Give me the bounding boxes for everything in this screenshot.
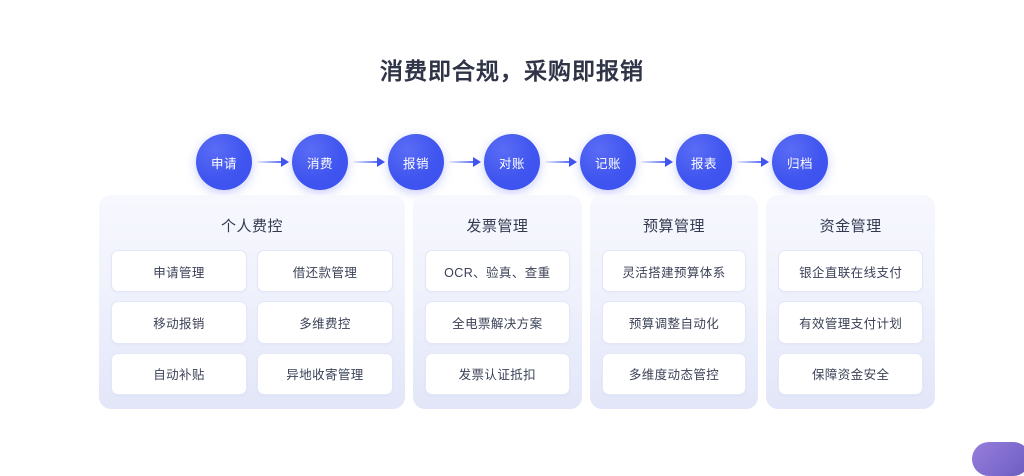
- panel-personal-expense-control: 个人费控 申请管理 借还款管理 移动报销 多维费控 自动补贴 异地收寄管理: [99, 195, 405, 409]
- panel-budget-management: 预算管理 灵活搭建预算体系 预算调整自动化 多维度动态管控: [589, 195, 759, 409]
- arrow-shaft: [257, 161, 282, 163]
- arrow-shaft: [449, 161, 474, 163]
- flow-node-3[interactable]: 报销: [388, 134, 444, 190]
- flow-arrow-1-icon: [255, 157, 289, 167]
- arrow-head: [473, 157, 481, 167]
- flow-node-5[interactable]: 记账: [580, 134, 636, 190]
- page-title: 消费即合规，采购即报销: [380, 58, 644, 84]
- feature-card[interactable]: 全电票解决方案: [425, 301, 570, 344]
- arrow-shaft: [545, 161, 570, 163]
- arrow-head: [761, 157, 769, 167]
- arrow-head: [377, 157, 385, 167]
- feature-card[interactable]: 灵活搭建预算体系: [601, 250, 747, 293]
- arrow-shaft: [353, 161, 378, 163]
- flow-node-4[interactable]: 对账: [484, 134, 540, 190]
- feature-card[interactable]: 自动补贴: [111, 352, 247, 395]
- panel-invoice-management: 发票管理 OCR、验真、查重 全电票解决方案 发票认证抵扣: [413, 195, 582, 409]
- feature-card[interactable]: 借还款管理: [257, 250, 393, 293]
- feature-card[interactable]: OCR、验真、查重: [425, 250, 570, 293]
- flow-node-label: 报销: [402, 156, 429, 171]
- flow-node-1[interactable]: 申请: [196, 134, 252, 190]
- flow-node-label: 对账: [498, 156, 525, 171]
- floating-chat-widget[interactable]: [972, 442, 1024, 476]
- flow-node-label: 消费: [306, 156, 333, 171]
- flow-node-label: 报表: [690, 156, 717, 171]
- flow-node-label: 归档: [786, 156, 813, 171]
- panel-card-grid: 银企直联在线支付 有效管理支付计划 保障资金安全: [778, 250, 924, 395]
- panel-title: 预算管理: [643, 218, 706, 235]
- panel-title: 发票管理: [466, 218, 529, 235]
- feature-card[interactable]: 有效管理支付计划: [778, 301, 924, 344]
- flow-node-label: 记账: [594, 156, 621, 171]
- feature-card[interactable]: 银企直联在线支付: [778, 250, 924, 293]
- process-flow: 申请 消费 报销 对账 记账 报表 归档: [196, 133, 828, 191]
- flow-arrow-3-icon: [447, 157, 481, 167]
- panel-title: 资金管理: [819, 218, 882, 235]
- arrow-head: [281, 157, 289, 167]
- arrow-shaft: [737, 161, 762, 163]
- arrow-head: [569, 157, 577, 167]
- panel-fund-management: 资金管理 银企直联在线支付 有效管理支付计划 保障资金安全: [766, 195, 936, 409]
- panel-card-grid: 灵活搭建预算体系 预算调整自动化 多维度动态管控: [601, 250, 747, 395]
- panel-card-grid: 申请管理 借还款管理 移动报销 多维费控 自动补贴 异地收寄管理: [111, 250, 393, 395]
- feature-card[interactable]: 发票认证抵扣: [425, 352, 570, 395]
- feature-card[interactable]: 多维费控: [257, 301, 393, 344]
- panel-title: 个人费控: [220, 218, 283, 235]
- flow-node-2[interactable]: 消费: [292, 134, 348, 190]
- flow-node-6[interactable]: 报表: [676, 134, 732, 190]
- flow-arrow-5-icon: [639, 157, 673, 167]
- flow-node-7[interactable]: 归档: [772, 134, 828, 190]
- feature-panels: 个人费控 申请管理 借还款管理 移动报销 多维费控 自动补贴 异地收寄管理 发票…: [99, 195, 936, 409]
- arrow-shaft: [641, 161, 666, 163]
- flow-arrow-4-icon: [543, 157, 577, 167]
- feature-card[interactable]: 保障资金安全: [778, 352, 924, 395]
- panel-card-grid: OCR、验真、查重 全电票解决方案 发票认证抵扣: [425, 250, 570, 395]
- arrow-head: [665, 157, 673, 167]
- feature-card[interactable]: 申请管理: [111, 250, 247, 293]
- feature-card[interactable]: 多维度动态管控: [601, 352, 747, 395]
- flow-arrow-2-icon: [351, 157, 385, 167]
- feature-card[interactable]: 移动报销: [111, 301, 247, 344]
- flow-arrow-6-icon: [735, 157, 769, 167]
- feature-card[interactable]: 异地收寄管理: [257, 352, 393, 395]
- flow-node-label: 申请: [210, 156, 237, 171]
- feature-card[interactable]: 预算调整自动化: [601, 301, 747, 344]
